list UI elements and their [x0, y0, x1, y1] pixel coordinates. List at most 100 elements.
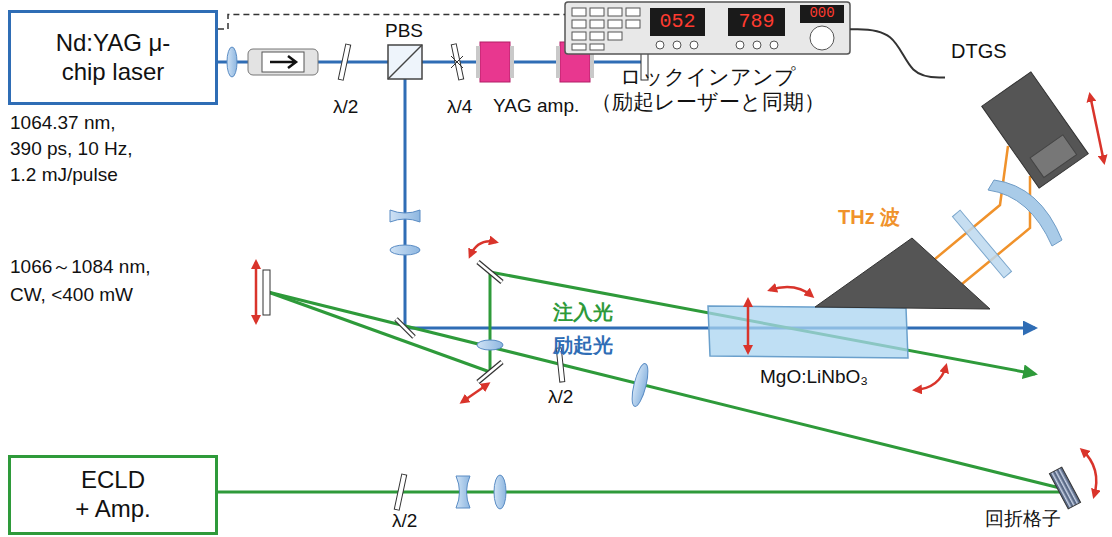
mirror	[478, 262, 502, 282]
optical-isolator	[270, 56, 296, 68]
half-wave-plate	[338, 44, 350, 80]
lock-in-amplifier	[572, 8, 586, 16]
node-text: ECLD + Amp.	[72, 466, 154, 524]
lock-in-amplifier	[590, 20, 604, 28]
lock-in-amplifier	[590, 44, 604, 50]
diffraction-grating	[1049, 467, 1080, 509]
half-wave-plate	[394, 474, 406, 510]
lock-in-amplifier	[572, 44, 586, 50]
adjust-arrow	[470, 241, 496, 256]
si-prism	[815, 238, 990, 309]
part-label: YAG amp.	[493, 95, 579, 118]
pump-lenses	[390, 210, 420, 222]
display-digits: 000	[800, 5, 844, 22]
pbs-cube	[388, 45, 422, 79]
thz-beam	[935, 146, 1008, 259]
adjust-arrow	[256, 95, 1104, 496]
half-wave-plate	[338, 44, 350, 80]
tuning-mirror	[263, 270, 270, 315]
mgo-linbo3-crystal	[708, 306, 908, 358]
pbs-cube	[388, 45, 422, 79]
lock-in-amplifier	[608, 32, 622, 40]
tuning-mirror	[263, 270, 270, 315]
lens	[629, 362, 651, 408]
quarter-wave-plate	[451, 44, 463, 80]
lock-in-amplifier	[572, 8, 640, 50]
adjust-arrow	[255, 262, 258, 322]
lock-in-amplifier	[608, 20, 622, 28]
seed-beam	[268, 292, 1060, 488]
pump-beam	[405, 79, 1035, 328]
lock-in-amplifier	[590, 8, 604, 16]
seed-beam	[268, 292, 490, 372]
lens	[629, 362, 651, 408]
node-text: Nd:YAG μ-chip laser	[38, 29, 188, 87]
lock-in-amplifier	[753, 41, 761, 49]
yag-amplifier	[476, 42, 594, 82]
optical-isolator	[248, 49, 318, 75]
lock-in-amplifier	[673, 41, 681, 49]
part-label: MgO:LiNbO₃	[760, 366, 868, 389]
part-label: THz 波	[838, 205, 900, 229]
yag-amplifier	[480, 42, 510, 82]
parabolic-mirror	[988, 180, 1062, 246]
mirror	[478, 262, 502, 282]
quarter-wave-plate	[451, 44, 464, 80]
quarter-wave-plate	[451, 56, 463, 68]
thz-beam	[935, 146, 1030, 284]
part-label: λ/4	[447, 96, 472, 119]
pump-lenses	[390, 210, 420, 255]
lock-in-amplifier	[800, 5, 844, 23]
part-label: λ/2	[548, 386, 573, 409]
part-label: 注入光	[553, 300, 613, 324]
part-label: CW, <400 mW	[10, 284, 133, 307]
part-label: 1.2 mJ/pulse	[10, 164, 118, 187]
half-wave-plate	[394, 474, 406, 510]
lock-in-amplifier	[770, 41, 778, 49]
display-digits: 052	[650, 10, 705, 34]
lock-in-amplifier	[572, 20, 586, 28]
lens	[227, 47, 237, 77]
part-label: 1064.37 nm,	[10, 112, 116, 135]
laser-box: ECLD + Amp.	[8, 455, 218, 535]
part-label: λ/2	[333, 96, 358, 119]
optical-isolator	[262, 52, 304, 72]
part-label: λ/2	[392, 510, 417, 533]
parabolic-mirror	[988, 180, 1062, 246]
adjust-arrow	[1082, 450, 1096, 496]
lock-in-amplifier	[810, 26, 834, 50]
lock-in-amplifier	[690, 41, 698, 49]
device-label: DTGS	[951, 39, 1007, 63]
part-label: 回折格子	[985, 508, 1061, 531]
lock-in-amplifier	[565, 2, 850, 54]
seed-lenses	[494, 475, 506, 509]
lens	[477, 340, 503, 350]
mgo-linbo3-crystal	[708, 306, 908, 358]
adjust-arrow	[747, 300, 750, 352]
part-label: 1066～1084 nm,	[10, 256, 151, 279]
lock-in-amplifier	[650, 8, 705, 36]
adjust-arrow	[770, 287, 812, 296]
seed-beam	[489, 272, 492, 372]
yag-amplifier	[476, 46, 480, 78]
pump-lenses	[390, 245, 420, 255]
adjust-arrow	[462, 384, 488, 402]
lock-in-amplifier	[626, 20, 640, 28]
optical-isolator	[248, 49, 318, 75]
adjust-arrow	[1090, 95, 1104, 162]
part-label: 励起光	[553, 333, 613, 357]
lens	[227, 47, 237, 77]
mirror	[478, 262, 502, 382]
turning-mirror	[396, 319, 414, 337]
lock-in-amplifier	[572, 32, 586, 40]
dtgs-detector	[982, 72, 1089, 188]
yag-amplifier	[510, 46, 514, 78]
dtgs-detector	[1030, 135, 1077, 178]
lock-in-amplifier	[656, 41, 664, 49]
turning-mirror	[396, 319, 414, 337]
thz-filter	[952, 210, 1011, 278]
seed-beam	[218, 491, 1060, 494]
mirror	[478, 362, 502, 382]
part-label: PBS	[385, 20, 423, 43]
